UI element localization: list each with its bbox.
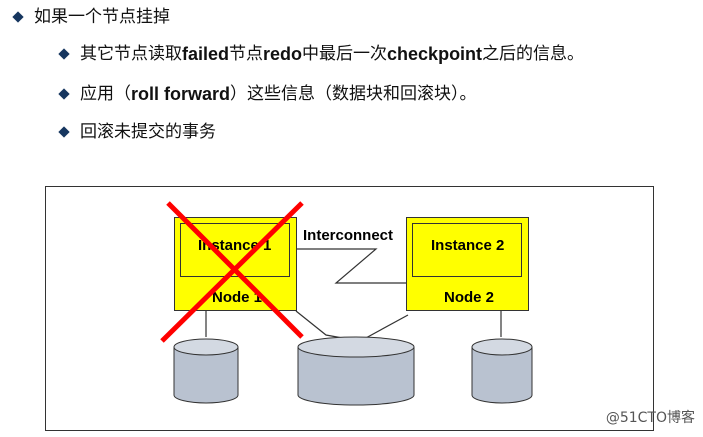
instance-1-label: Instance 1 (198, 237, 272, 254)
diamond-bullet-icon (58, 126, 70, 138)
bullet-sub-1-part-2: 节点 (229, 44, 264, 64)
keyword-checkpoint: checkpoint (387, 44, 483, 64)
node1-shared-disk-link (295, 310, 349, 340)
bullet-sub-1-part-1: 其它节点读取 (80, 44, 182, 64)
diamond-bullet-icon (58, 88, 70, 100)
bullet-sub-2: 应用（ roll forward ）这些信息（数据块和回滚块）。 (58, 83, 477, 105)
keyword-failed: failed (182, 44, 230, 64)
diagram-connections (173, 248, 533, 406)
bullet-sub-2-part-1: 应用（ (80, 84, 131, 104)
diamond-bullet-icon (58, 48, 70, 60)
bullet-sub-2-part-2: ）这些信息（数据块和回滚块）。 (230, 84, 477, 104)
interconnect-line (297, 248, 406, 284)
instance-2-label: Instance 2 (431, 237, 505, 254)
bullet-sub-1-part-3: 中最后一次 (302, 44, 388, 64)
bullet-main-text: 如果一个节点挂掉 (34, 7, 170, 27)
node-2-label: Node 2 (444, 289, 495, 306)
interconnect-label: Interconnect (303, 227, 394, 244)
node1-local-disk (173, 338, 239, 404)
keyword-redo: redo (263, 44, 303, 64)
cluster-diagram: Instance 1 Node 1 Instance 2 Node 2 Inte… (45, 186, 654, 431)
diamond-bullet-icon (12, 11, 24, 23)
watermark: @51CTO博客 (605, 410, 695, 426)
node2-local-disk (471, 338, 533, 404)
keyword-roll-forward: roll forward (131, 84, 231, 104)
bullet-main: 如果一个节点挂掉 (12, 6, 170, 28)
bullet-sub-3-text: 回滚未提交的事务 (80, 122, 216, 142)
shared-disk (297, 336, 415, 406)
bullet-sub-1-part-4: 之后的信息。 (482, 44, 585, 64)
bullet-sub-1: 其它节点读取 failed 节点 redo 中最后一次 checkpoint 之… (58, 43, 585, 65)
bullet-sub-3: 回滚未提交的事务 (58, 121, 216, 143)
instance-2-box (412, 223, 522, 277)
node-1-label: Node 1 (212, 289, 263, 306)
node2-shared-disk-link (363, 314, 409, 340)
